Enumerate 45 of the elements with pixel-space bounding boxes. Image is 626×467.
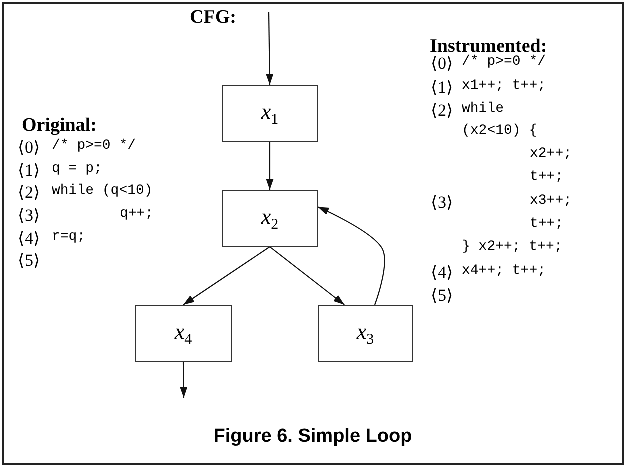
line-number: ⟨1⟩: [18, 162, 40, 179]
line-number: ⟨2⟩: [431, 102, 454, 119]
line-number: ⟨1⟩: [431, 79, 454, 96]
code-line: t++;: [530, 217, 564, 231]
block-label: x$_{4}$: [174, 318, 192, 348]
heading: Instrumented:: [430, 37, 548, 56]
code-line: q++;: [120, 207, 154, 221]
arrow: [180, 362, 188, 398]
line-number: ⟨2⟩: [18, 184, 40, 201]
line-number: ⟨0⟩: [431, 55, 454, 72]
line-number: ⟨4⟩: [431, 264, 454, 281]
figure-caption: Figure 6. Simple Loop: [214, 426, 412, 447]
code-line: while (q<10): [52, 184, 153, 198]
code-line: } x2++; t++;: [462, 240, 563, 254]
code-line: x2++;: [530, 147, 572, 161]
code-line: while: [462, 102, 504, 116]
arrow: [266, 12, 274, 85]
code-line: x1++; t++;: [462, 79, 546, 93]
code-line: x4++; t++;: [462, 264, 546, 278]
code-line: r=q;: [52, 230, 86, 244]
code-line: t++;: [530, 170, 564, 184]
heading: Original:: [22, 116, 97, 135]
line-number: ⟨3⟩: [431, 194, 454, 211]
block-box: [318, 305, 413, 362]
code-line: q = p;: [52, 162, 102, 176]
block-box: [222, 85, 318, 142]
code-line: x3++;: [530, 194, 572, 208]
arrow: [318, 206, 386, 306]
line-number: ⟨0⟩: [18, 139, 40, 156]
arrow: [183, 246, 270, 306]
arrow: [266, 142, 274, 190]
block-label: x$_{1}$: [261, 98, 279, 128]
line-number: ⟨4⟩: [18, 230, 40, 247]
line-number: ⟨3⟩: [18, 207, 40, 224]
code-line: /* p>=0 */: [52, 139, 136, 153]
block-box: [222, 190, 318, 247]
code-line: (x2<10) {: [462, 124, 538, 138]
code-line: /* p>=0 */: [462, 55, 546, 69]
line-number: ⟨5⟩: [431, 287, 454, 304]
heading: CFG:: [190, 8, 236, 27]
block-label: x$_{2}$: [261, 204, 279, 234]
arrow: [270, 246, 345, 306]
block-box: [135, 305, 232, 362]
block-label: x$_{3}$: [356, 318, 374, 348]
line-number: ⟨5⟩: [18, 252, 40, 269]
